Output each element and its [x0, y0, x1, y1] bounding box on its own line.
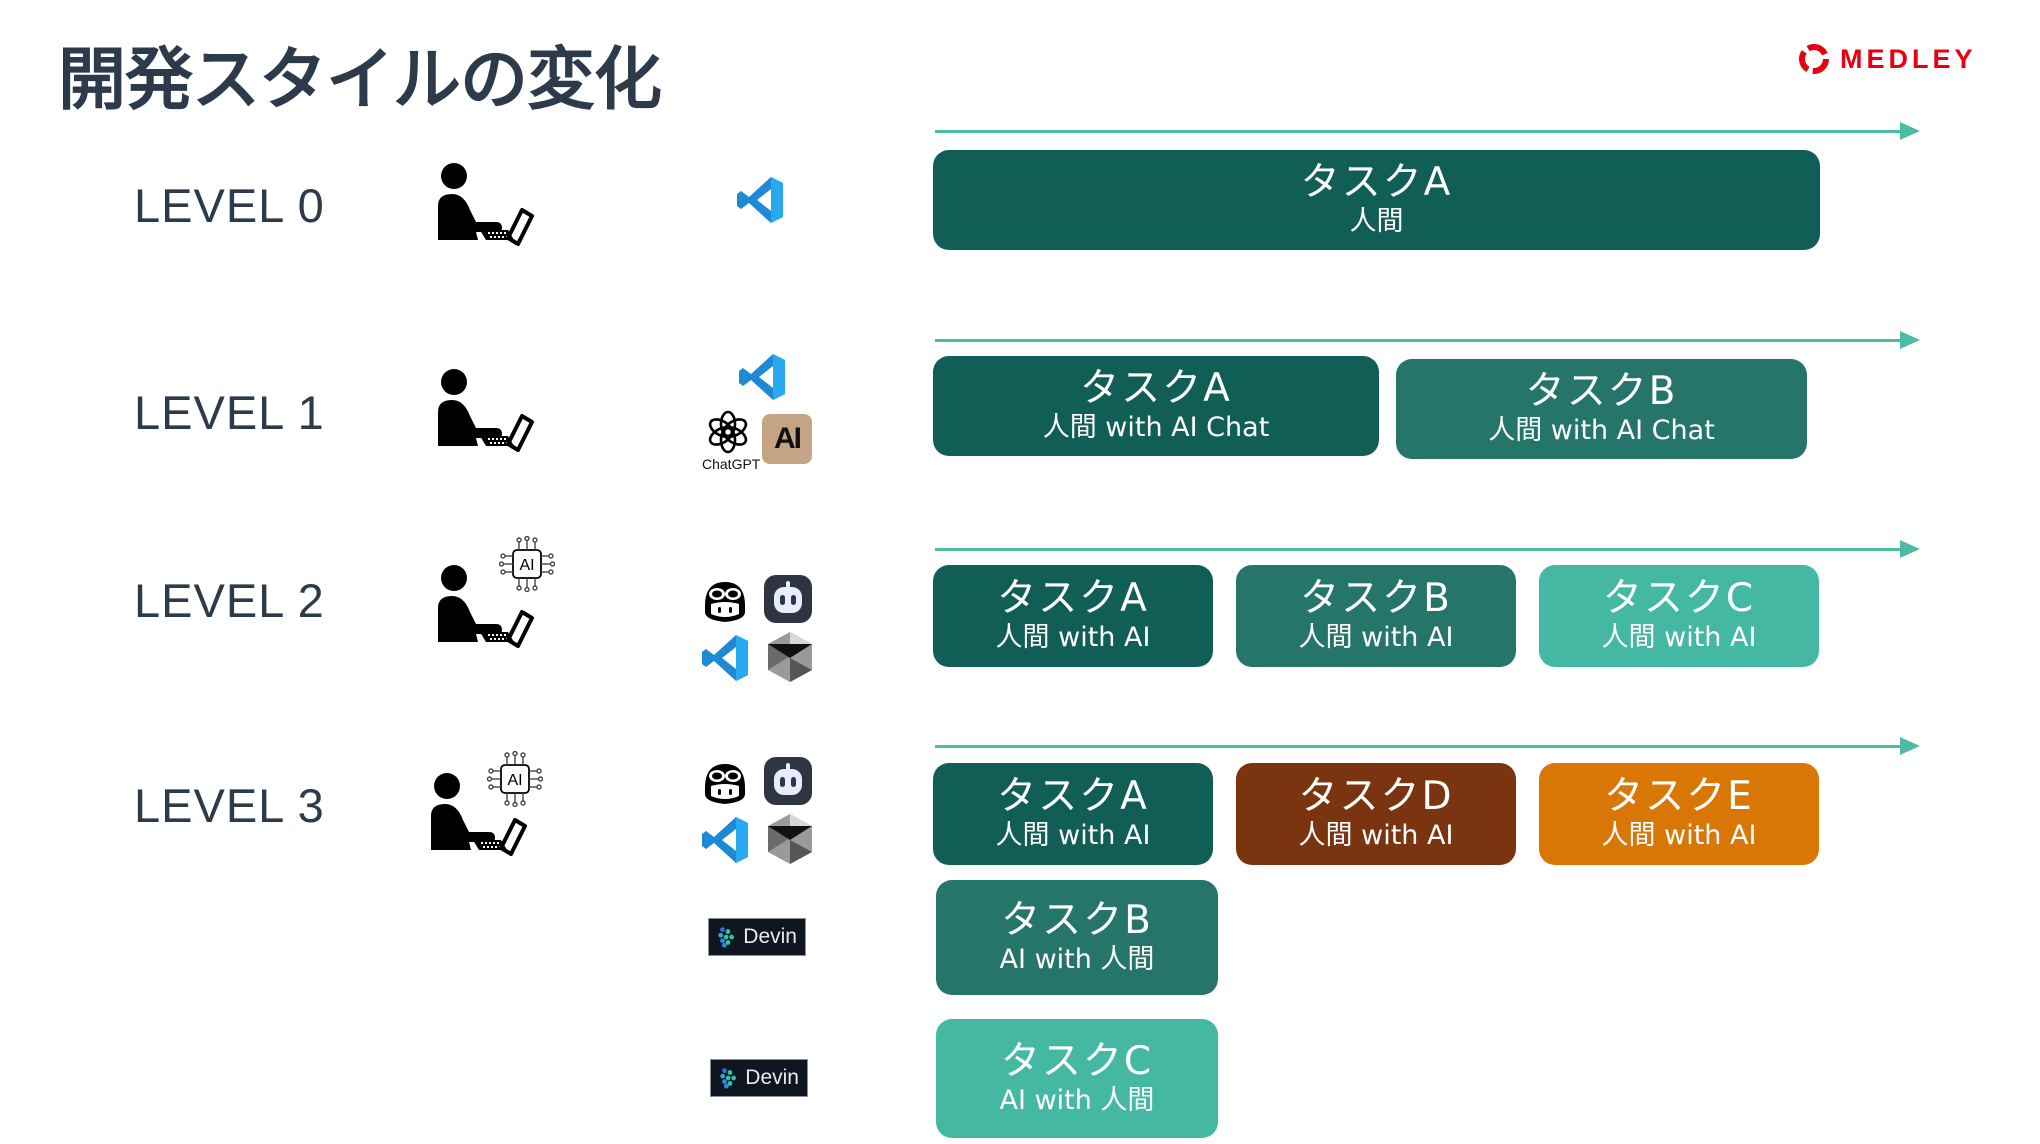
task-card: タスクA 人間: [933, 150, 1820, 250]
task-name: タスクB: [1300, 576, 1452, 621]
arrow-head-icon: [1900, 540, 1920, 558]
arrow-head-icon: [1900, 331, 1920, 349]
task-actor: 人間 with AI: [995, 820, 1151, 851]
arrow-head-icon: [1900, 737, 1920, 755]
ai-chip-icon: [499, 536, 555, 592]
task-actor: 人間 with AI: [1298, 622, 1454, 653]
task-card: タスクE 人間 with AI: [1539, 763, 1819, 865]
vscode-icon: [702, 817, 748, 863]
vscode-icon: [739, 354, 785, 400]
task-card: タスクA 人間 with AI: [933, 565, 1213, 667]
chatgpt-icon: [706, 410, 750, 454]
copilot-bot-icon: [764, 575, 812, 623]
chatgpt-label: ChatGPT: [702, 456, 761, 472]
task-actor: 人間 with AI Chat: [1488, 415, 1715, 446]
task-actor: 人間 with AI: [1601, 820, 1757, 851]
task-card: タスクC 人間 with AI: [1539, 565, 1819, 667]
ai-chip-icon: [487, 751, 543, 807]
task-card: タスクA 人間 with AI Chat: [933, 356, 1379, 456]
task-actor: AI with 人間: [999, 943, 1155, 975]
task-actor: 人間 with AI: [995, 622, 1151, 653]
devin-badge: Devin: [710, 1059, 808, 1097]
level-label: LEVEL 1: [134, 386, 325, 439]
task-card: タスクB AI with 人間: [936, 880, 1218, 995]
medley-logo: MEDLEY: [1798, 42, 1977, 76]
timeline-arrow: [935, 737, 1920, 755]
page-title: 開発スタイルの変化: [58, 41, 662, 120]
task-name: タスクA: [1300, 160, 1453, 205]
task-name: タスクE: [1604, 774, 1754, 819]
person-laptop-icon: [436, 161, 534, 246]
devin-label: Devin: [745, 1066, 799, 1089]
vscode-icon: [702, 635, 748, 681]
task-name: タスクA: [1080, 366, 1232, 411]
task-actor: 人間 with AI: [1298, 820, 1454, 851]
task-card: タスクD 人間 with AI: [1236, 763, 1516, 865]
task-name: タスクD: [1298, 774, 1454, 819]
task-name: タスクA: [997, 576, 1149, 621]
copilot-bot-icon: [764, 757, 812, 805]
person-laptop-icon: [436, 367, 534, 452]
task-name: タスクB: [1001, 897, 1153, 943]
task-actor: 人間 with AI: [1601, 622, 1757, 653]
cursor-icon: [768, 814, 812, 864]
medley-logo-icon: [1799, 44, 1829, 74]
devin-label: Devin: [743, 925, 797, 948]
timeline-arrow: [935, 122, 1920, 140]
task-name: タスクC: [1000, 1038, 1154, 1084]
level-label: LEVEL 2: [134, 574, 325, 627]
vscode-icon: [737, 177, 783, 223]
task-name: タスクC: [1602, 576, 1756, 621]
claude-icon: AI: [762, 414, 812, 464]
task-card: タスクB 人間 with AI Chat: [1396, 359, 1807, 459]
timeline-arrow: [935, 540, 1920, 558]
copilot-icon: [705, 582, 745, 622]
task-actor: 人間 with AI Chat: [1042, 412, 1270, 443]
task-actor: 人間: [1349, 206, 1404, 237]
task-card: タスクA 人間 with AI: [933, 763, 1213, 865]
timeline-arrow: [935, 331, 1920, 349]
devin-badge: Devin: [708, 918, 806, 956]
arrow-head-icon: [1900, 122, 1920, 140]
devin-logo-icon: [720, 1068, 737, 1089]
task-card: タスクB 人間 with AI: [1236, 565, 1516, 667]
task-actor: AI with 人間: [999, 1084, 1155, 1116]
devin-logo-icon: [718, 927, 735, 948]
level-label: LEVEL 3: [134, 779, 325, 832]
logo-text: MEDLEY: [1840, 43, 1977, 74]
copilot-icon: [705, 764, 745, 804]
cursor-icon: [768, 632, 812, 682]
level-label: LEVEL 0: [134, 179, 325, 232]
task-card: タスクC AI with 人間: [936, 1019, 1218, 1138]
task-name: タスクB: [1525, 369, 1678, 414]
task-name: タスクA: [997, 774, 1149, 819]
